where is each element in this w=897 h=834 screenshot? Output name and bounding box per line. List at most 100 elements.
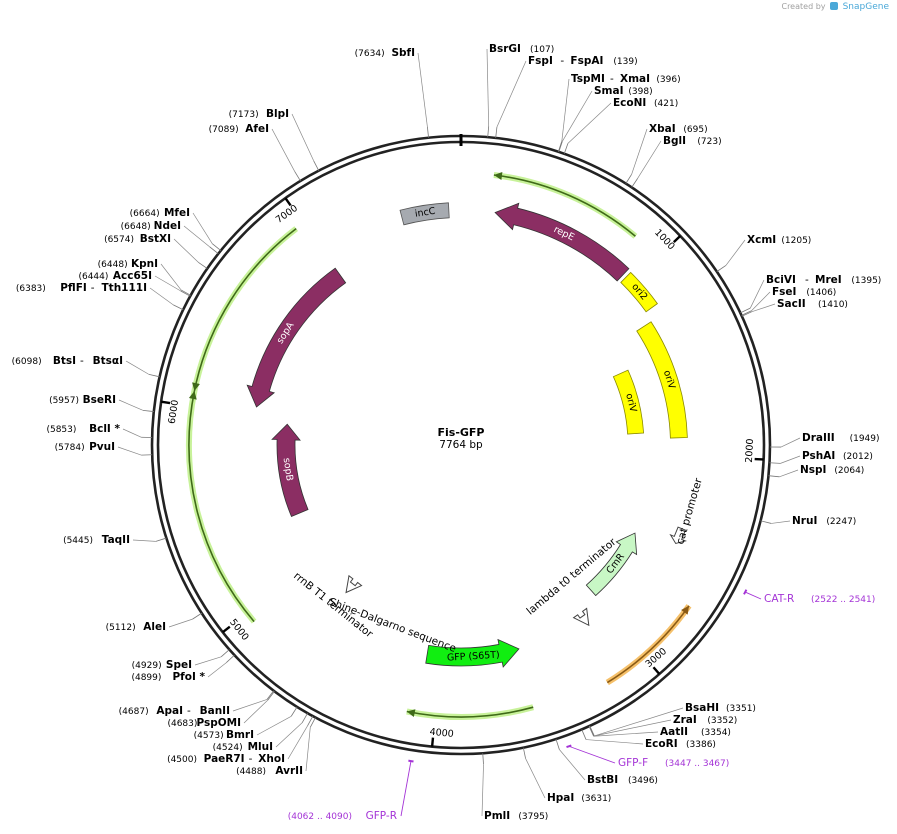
enzyme-coordinate: (7089) — [209, 125, 239, 135]
enzyme-alei[interactable]: AleI(5112) — [106, 612, 202, 633]
enzyme-bstxi[interactable]: BstXI(6574) — [104, 233, 208, 269]
enzyme-site-tick — [741, 310, 752, 316]
enzyme-btsi[interactable]: BtsI(6098)-BtsαI — [12, 355, 160, 378]
orf-arrowhead — [681, 605, 690, 615]
enzyme-nspi[interactable]: NspI(2064) — [768, 464, 864, 478]
enzyme-site-tick — [173, 304, 184, 311]
primer-mark — [743, 589, 748, 595]
enzyme-econi[interactable]: EcoNI(421) — [563, 97, 678, 154]
enzyme-coordinate: (2064) — [834, 466, 864, 476]
enzyme-paer7i[interactable]: PaeR7I(4500)-XhoI — [167, 715, 314, 765]
feature-sopb[interactable] — [271, 423, 309, 518]
enzyme-kpni[interactable]: KpnI(6448) — [98, 258, 191, 296]
primer-gfp-r[interactable]: GFP-R(4062 .. 4090) — [288, 759, 414, 822]
enzyme-nrui[interactable]: NruI(2247) — [760, 515, 857, 527]
enzyme-mfei[interactable]: MfeI(6664) — [130, 207, 222, 251]
enzyme-fsei[interactable]: FseI(1406) — [741, 286, 836, 316]
enzyme-acc65i[interactable]: Acc65I(6444) — [78, 270, 191, 297]
enzyme-leader-line — [593, 731, 659, 737]
enzyme-name: AfeI — [245, 123, 269, 135]
enzyme-name: BmrI — [226, 729, 254, 741]
enzyme-spei[interactable]: SpeI(4929) — [132, 649, 230, 671]
enzyme-site-tick — [589, 725, 595, 737]
enzyme-pair-name: BtsαI — [93, 355, 123, 367]
enzyme-apai[interactable]: ApaI(4687)-BanII — [119, 690, 274, 717]
enzyme-site-tick — [212, 243, 222, 251]
enzyme-site-tick — [631, 178, 639, 188]
primer-leader-line — [400, 760, 412, 817]
enzyme-hpai[interactable]: HpaI(3631) — [522, 747, 611, 804]
enzyme-leader-line — [779, 469, 799, 478]
enzyme-coordinate: (6648) — [121, 222, 151, 232]
feature-oriv[interactable] — [612, 369, 645, 435]
enzyme-coordinate: (5445) — [63, 536, 93, 546]
enzyme-sites: BsrGI(107)FspI-FspAI(139)TspMI-XmaI(396)… — [12, 43, 882, 822]
enzyme-avrii[interactable]: AvrII(4488) — [236, 717, 316, 777]
enzyme-site-tick — [313, 160, 320, 171]
enzyme-name: TaqII — [102, 534, 130, 546]
feature-ori2[interactable] — [620, 271, 658, 313]
enzyme-site-tick — [307, 715, 314, 726]
enzyme-coordinate: (5112) — [106, 623, 136, 633]
orf-arrowhead — [188, 390, 197, 400]
enzyme-pflfi[interactable]: PflFI(6383)-Tth111I — [16, 282, 184, 311]
enzyme-name: MluI — [248, 741, 273, 753]
enzyme-name: EcoRI — [645, 738, 678, 750]
enzyme-mlui[interactable]: MluI(4524) — [213, 713, 308, 753]
enzyme-pair-separator: - — [91, 282, 95, 294]
enzyme-zrai[interactable]: ZraI(3352) — [589, 714, 738, 737]
enzyme-sbfi[interactable]: SbfI(7634) — [355, 47, 429, 138]
enzyme-coordinate: (396) — [656, 75, 680, 85]
feature-repe[interactable] — [494, 202, 630, 282]
enzyme-pmli[interactable]: PmlI(3795) — [481, 753, 548, 822]
enzyme-aatii[interactable]: AatII(3354) — [588, 726, 731, 738]
enzyme-leader-line — [486, 48, 490, 127]
enzyme-site-tick — [625, 174, 632, 184]
enzyme-coordinate: (4929) — [132, 661, 162, 671]
feature-sopa[interactable] — [246, 267, 347, 408]
enzyme-bseri[interactable]: BseRI(5957) — [49, 394, 154, 412]
enzyme-coordinate: (6444) — [78, 272, 108, 282]
enzyme-leader-line — [132, 539, 156, 542]
enzyme-coordinate: (1406) — [806, 288, 836, 298]
enzyme-pfoi[interactable]: PfoI *(4899) — [131, 654, 235, 683]
enzyme-afei[interactable]: AfeI (7089) — [209, 123, 301, 182]
enzyme-site-tick — [267, 691, 275, 701]
enzyme-blpi[interactable]: BlpI(7173) — [229, 108, 320, 171]
feature-incc[interactable] — [399, 202, 450, 226]
enzyme-leader-line — [780, 437, 801, 448]
enzyme-pspomi[interactable]: PspOMI(4683) — [167, 691, 275, 729]
enzyme-smai[interactable]: SmaI(398) — [558, 85, 653, 153]
orf-arrowhead — [493, 171, 503, 180]
primer-cat-r[interactable]: CAT-R(2522 .. 2541) — [743, 589, 875, 605]
enzyme-ndei[interactable]: NdeI(6648) — [121, 220, 219, 254]
feature-gfp-s65t[interactable] — [425, 638, 520, 668]
enzyme-leader-line — [561, 90, 593, 142]
feature-cmr[interactable] — [585, 532, 638, 597]
enzyme-bcivi[interactable]: BciVI-MreI(1395) — [740, 274, 881, 314]
enzyme-leader-line — [207, 662, 227, 678]
feature-oriv[interactable] — [636, 321, 688, 439]
enzyme-site-tick — [768, 475, 780, 478]
enzyme-draiii[interactable]: DraIII(1949) — [769, 432, 880, 448]
enzyme-xcmi[interactable]: XcmI(1205) — [716, 234, 812, 272]
enzyme-name: SmaI — [594, 85, 624, 97]
enzyme-ecori[interactable]: EcoRI(3386) — [581, 729, 716, 750]
enzyme-coordinate: (3795) — [518, 812, 548, 822]
enzyme-bcli[interactable]: BclI *(5853) — [46, 423, 153, 438]
enzyme-tspmi[interactable]: TspMI-XmaI(396) — [557, 73, 681, 152]
enzyme-bsrgi[interactable]: BsrGI(107) — [486, 43, 554, 138]
enzyme-bstbi[interactable]: BstBI(3496) — [555, 738, 658, 786]
enzyme-coordinate: (723) — [697, 137, 721, 147]
enzyme-bgli[interactable]: BglI(723) — [631, 135, 722, 188]
primer-gfp-f[interactable]: GFP-F(3447 .. 3467) — [566, 744, 730, 769]
enzyme-bmri[interactable]: BmrI(4573) — [194, 706, 298, 741]
enzyme-taqii[interactable]: TaqII (5445) — [63, 534, 167, 546]
enzyme-sacii[interactable]: SacII(1410) — [741, 298, 848, 317]
enzyme-pshai[interactable]: PshAI(2012) — [769, 450, 873, 464]
enzyme-pvui[interactable]: PvuI(5784) — [55, 441, 153, 456]
enzyme-fspi[interactable]: FspI-FspAI(139) — [495, 55, 638, 138]
enzyme-name: NruI — [792, 515, 817, 527]
enzyme-name: BciVI — [766, 274, 796, 286]
enzyme-xbai[interactable]: XbaI(695) — [625, 123, 708, 184]
